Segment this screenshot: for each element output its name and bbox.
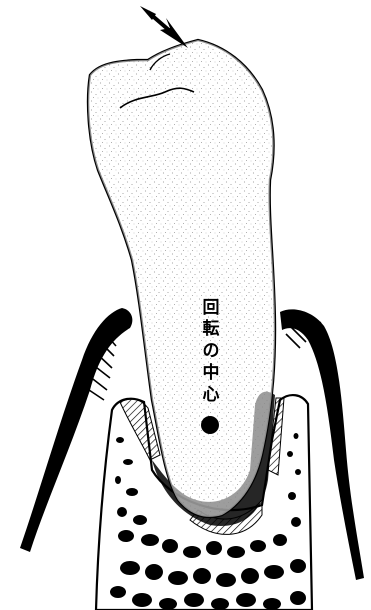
rotation-center-label: 回 転 の 中 心 — [203, 298, 220, 405]
label-char-2: 転 — [203, 318, 220, 339]
label-char-4: 中 — [203, 362, 220, 383]
rotation-center-dot — [201, 416, 219, 434]
label-char-3: の — [203, 341, 220, 361]
label-char-5: 心 — [203, 385, 220, 405]
label-char-1: 回 — [203, 298, 220, 318]
force-arrow-icon — [140, 6, 188, 48]
